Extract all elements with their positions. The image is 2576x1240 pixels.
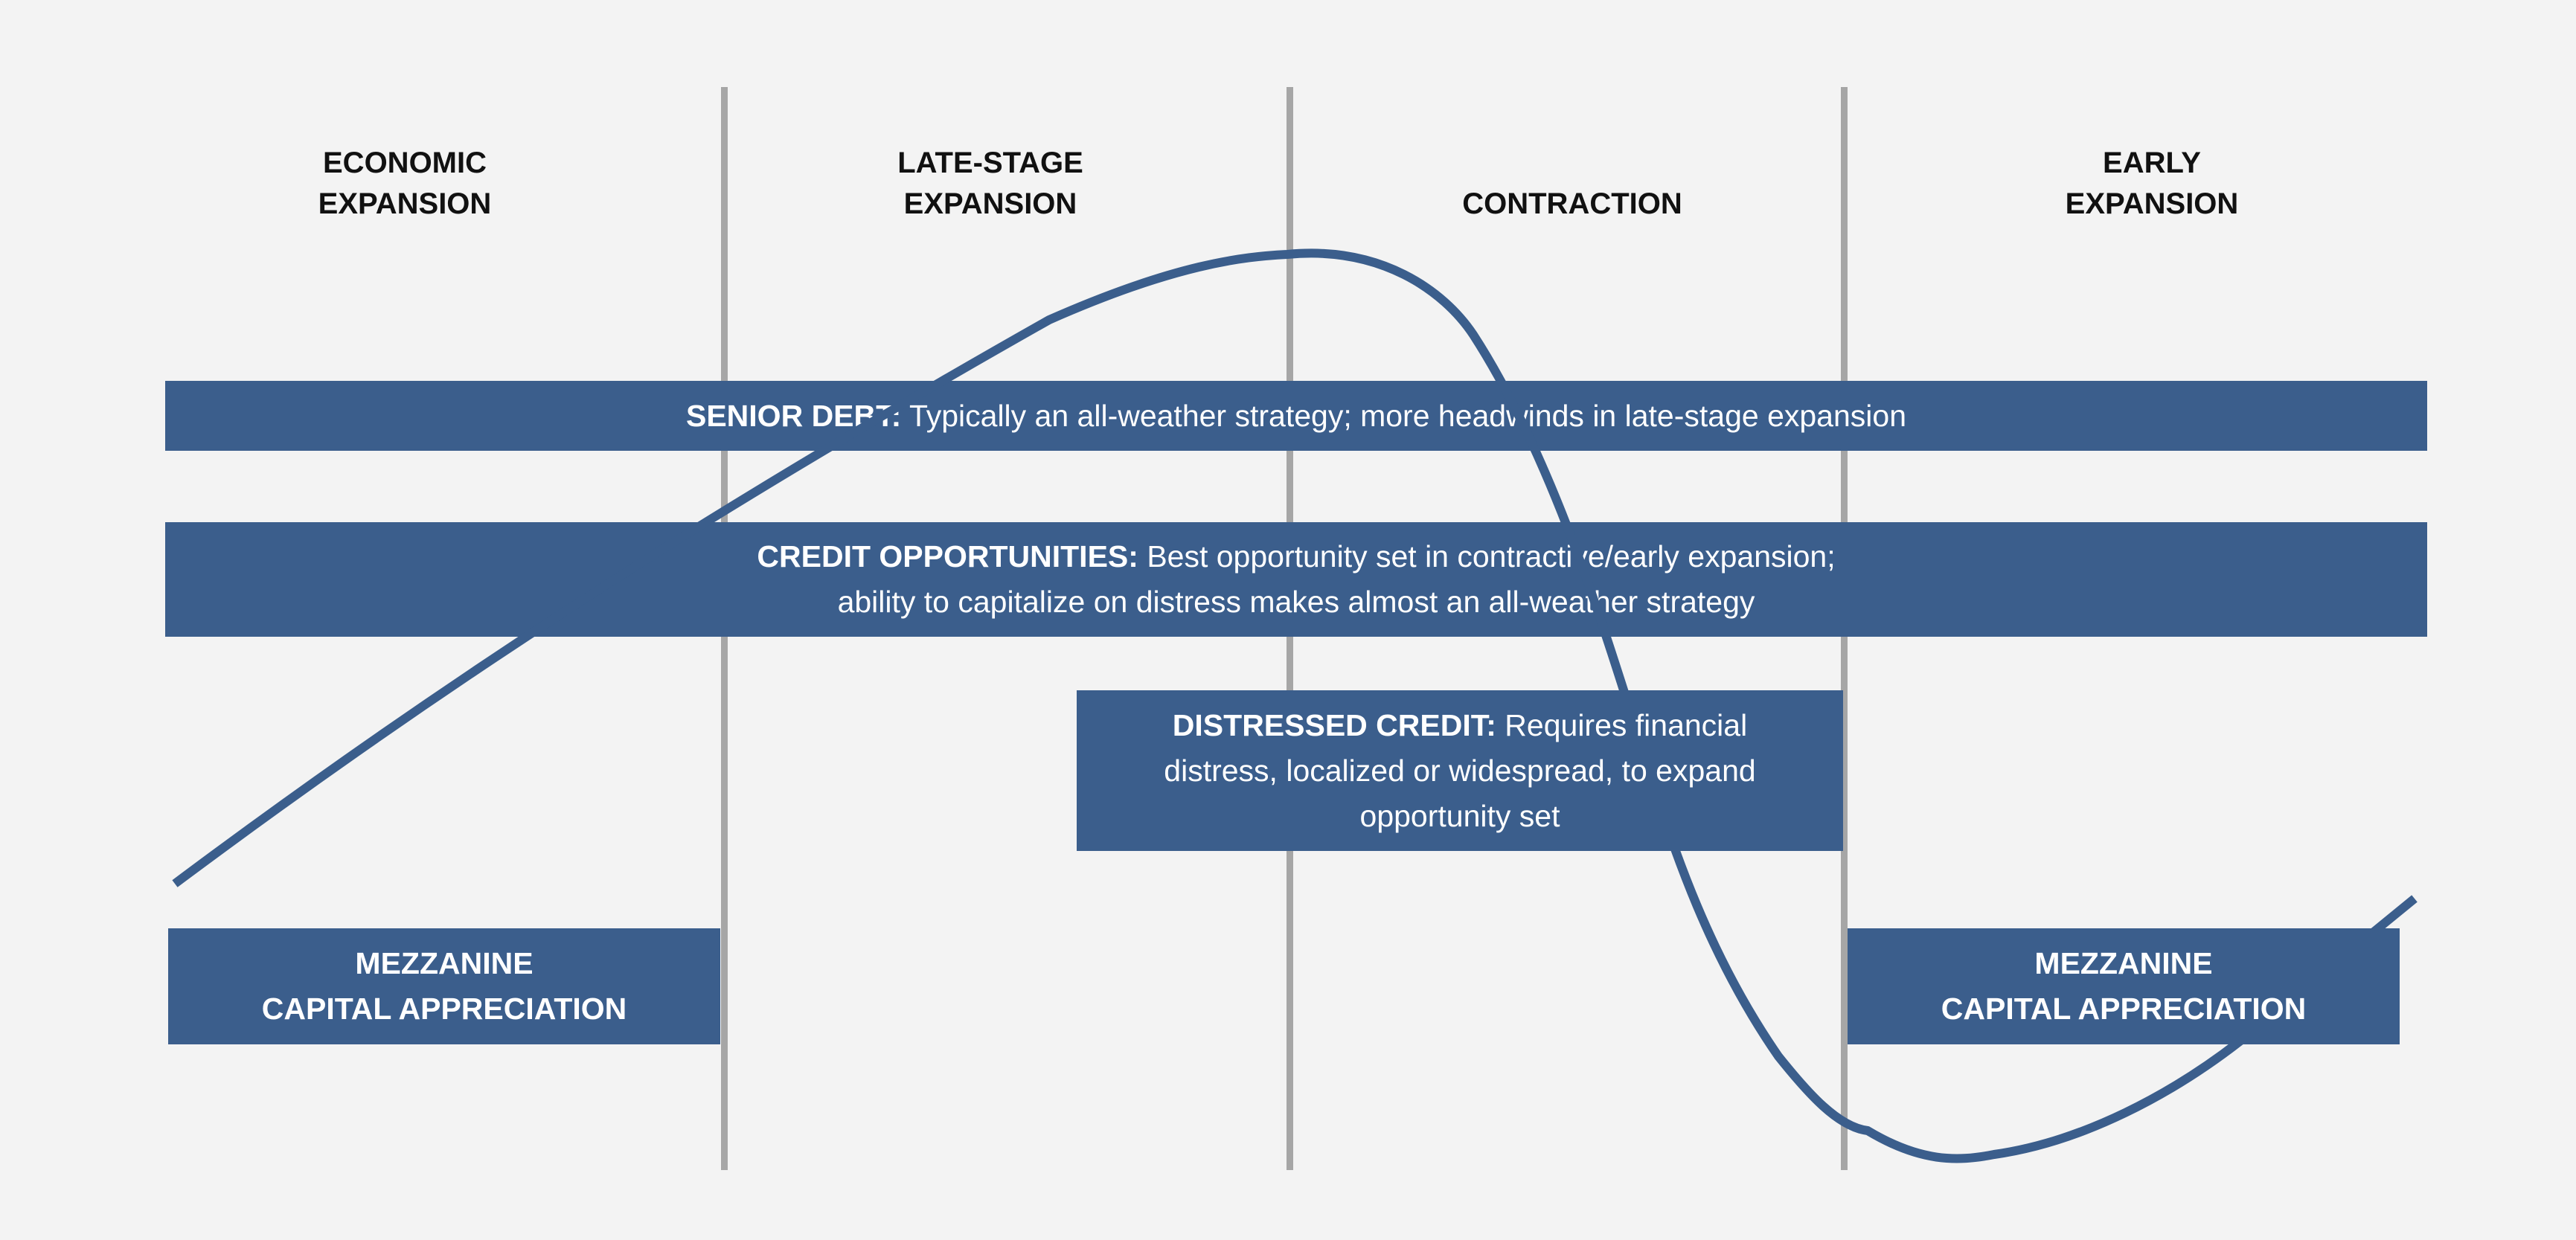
mezzanine-right-line-1: MEZZANINE [2034,946,2213,980]
credit-opportunities-bar: CREDIT OPPORTUNITIES: Best opportunity s… [165,522,2427,637]
phase-label-line: CONTRACTION [1462,187,1682,220]
phase-label-contraction: CONTRACTION [1342,135,1803,225]
senior-debt-bar: SENIOR DEBT: Typically an all-weather st… [165,381,2427,451]
distressed-credit-text-line-1: DISTRESSED CREDIT: Requires financial [1173,703,1747,748]
phase-label-line: EXPANSION [2065,187,2239,220]
senior-debt-title: SENIOR DEBT: [685,398,902,433]
mezzanine-left-line-2: CAPITAL APPRECIATION [261,992,627,1026]
senior-debt-text: SENIOR DEBT: Typically an all-weather st… [686,393,1906,439]
credit-opportunities-text-line-1: CREDIT OPPORTUNITIES: Best opportunity s… [757,534,1835,579]
distressed-credit-box: DISTRESSED CREDIT: Requires financial di… [1077,690,1843,851]
mezzanine-right-line-2: CAPITAL APPRECIATION [1941,992,2307,1026]
phase-label-economic-expansion: ECONOMIC EXPANSION [174,135,635,225]
phase-label-line: EARLY [2103,147,2201,179]
phase-label-late-stage-expansion: LATE-STAGE EXPANSION [760,135,1221,225]
mezzanine-left-line-1: MEZZANINE [355,946,534,980]
mezzanine-box-left: MEZZANINE CAPITAL APPRECIATION [168,928,720,1044]
phase-label-line: EXPANSION [903,187,1077,220]
distressed-credit-description-1: Requires financial [1496,707,1748,742]
phase-label-line: ECONOMIC [323,147,487,179]
credit-opportunities-description-1: Best opportunity set in contractive/earl… [1138,539,1836,574]
distressed-credit-description-3: opportunity set [1359,798,1560,833]
distressed-credit-description-2: distress, localized or widespread, to ex… [1164,753,1756,788]
senior-debt-description: Typically an all-weather strategy; more … [901,398,1906,433]
phase-label-line: LATE-STAGE [897,147,1083,179]
distressed-credit-title: DISTRESSED CREDIT: [1172,707,1496,742]
credit-opportunities-title: CREDIT OPPORTUNITIES: [757,539,1138,574]
credit-opportunities-description-2: ability to capitalize on distress makes … [837,585,1755,619]
phase-label-early-expansion: EARLY EXPANSION [1921,135,2383,225]
phase-label-line: EXPANSION [318,187,492,220]
mezzanine-box-right: MEZZANINE CAPITAL APPRECIATION [1848,928,2400,1044]
